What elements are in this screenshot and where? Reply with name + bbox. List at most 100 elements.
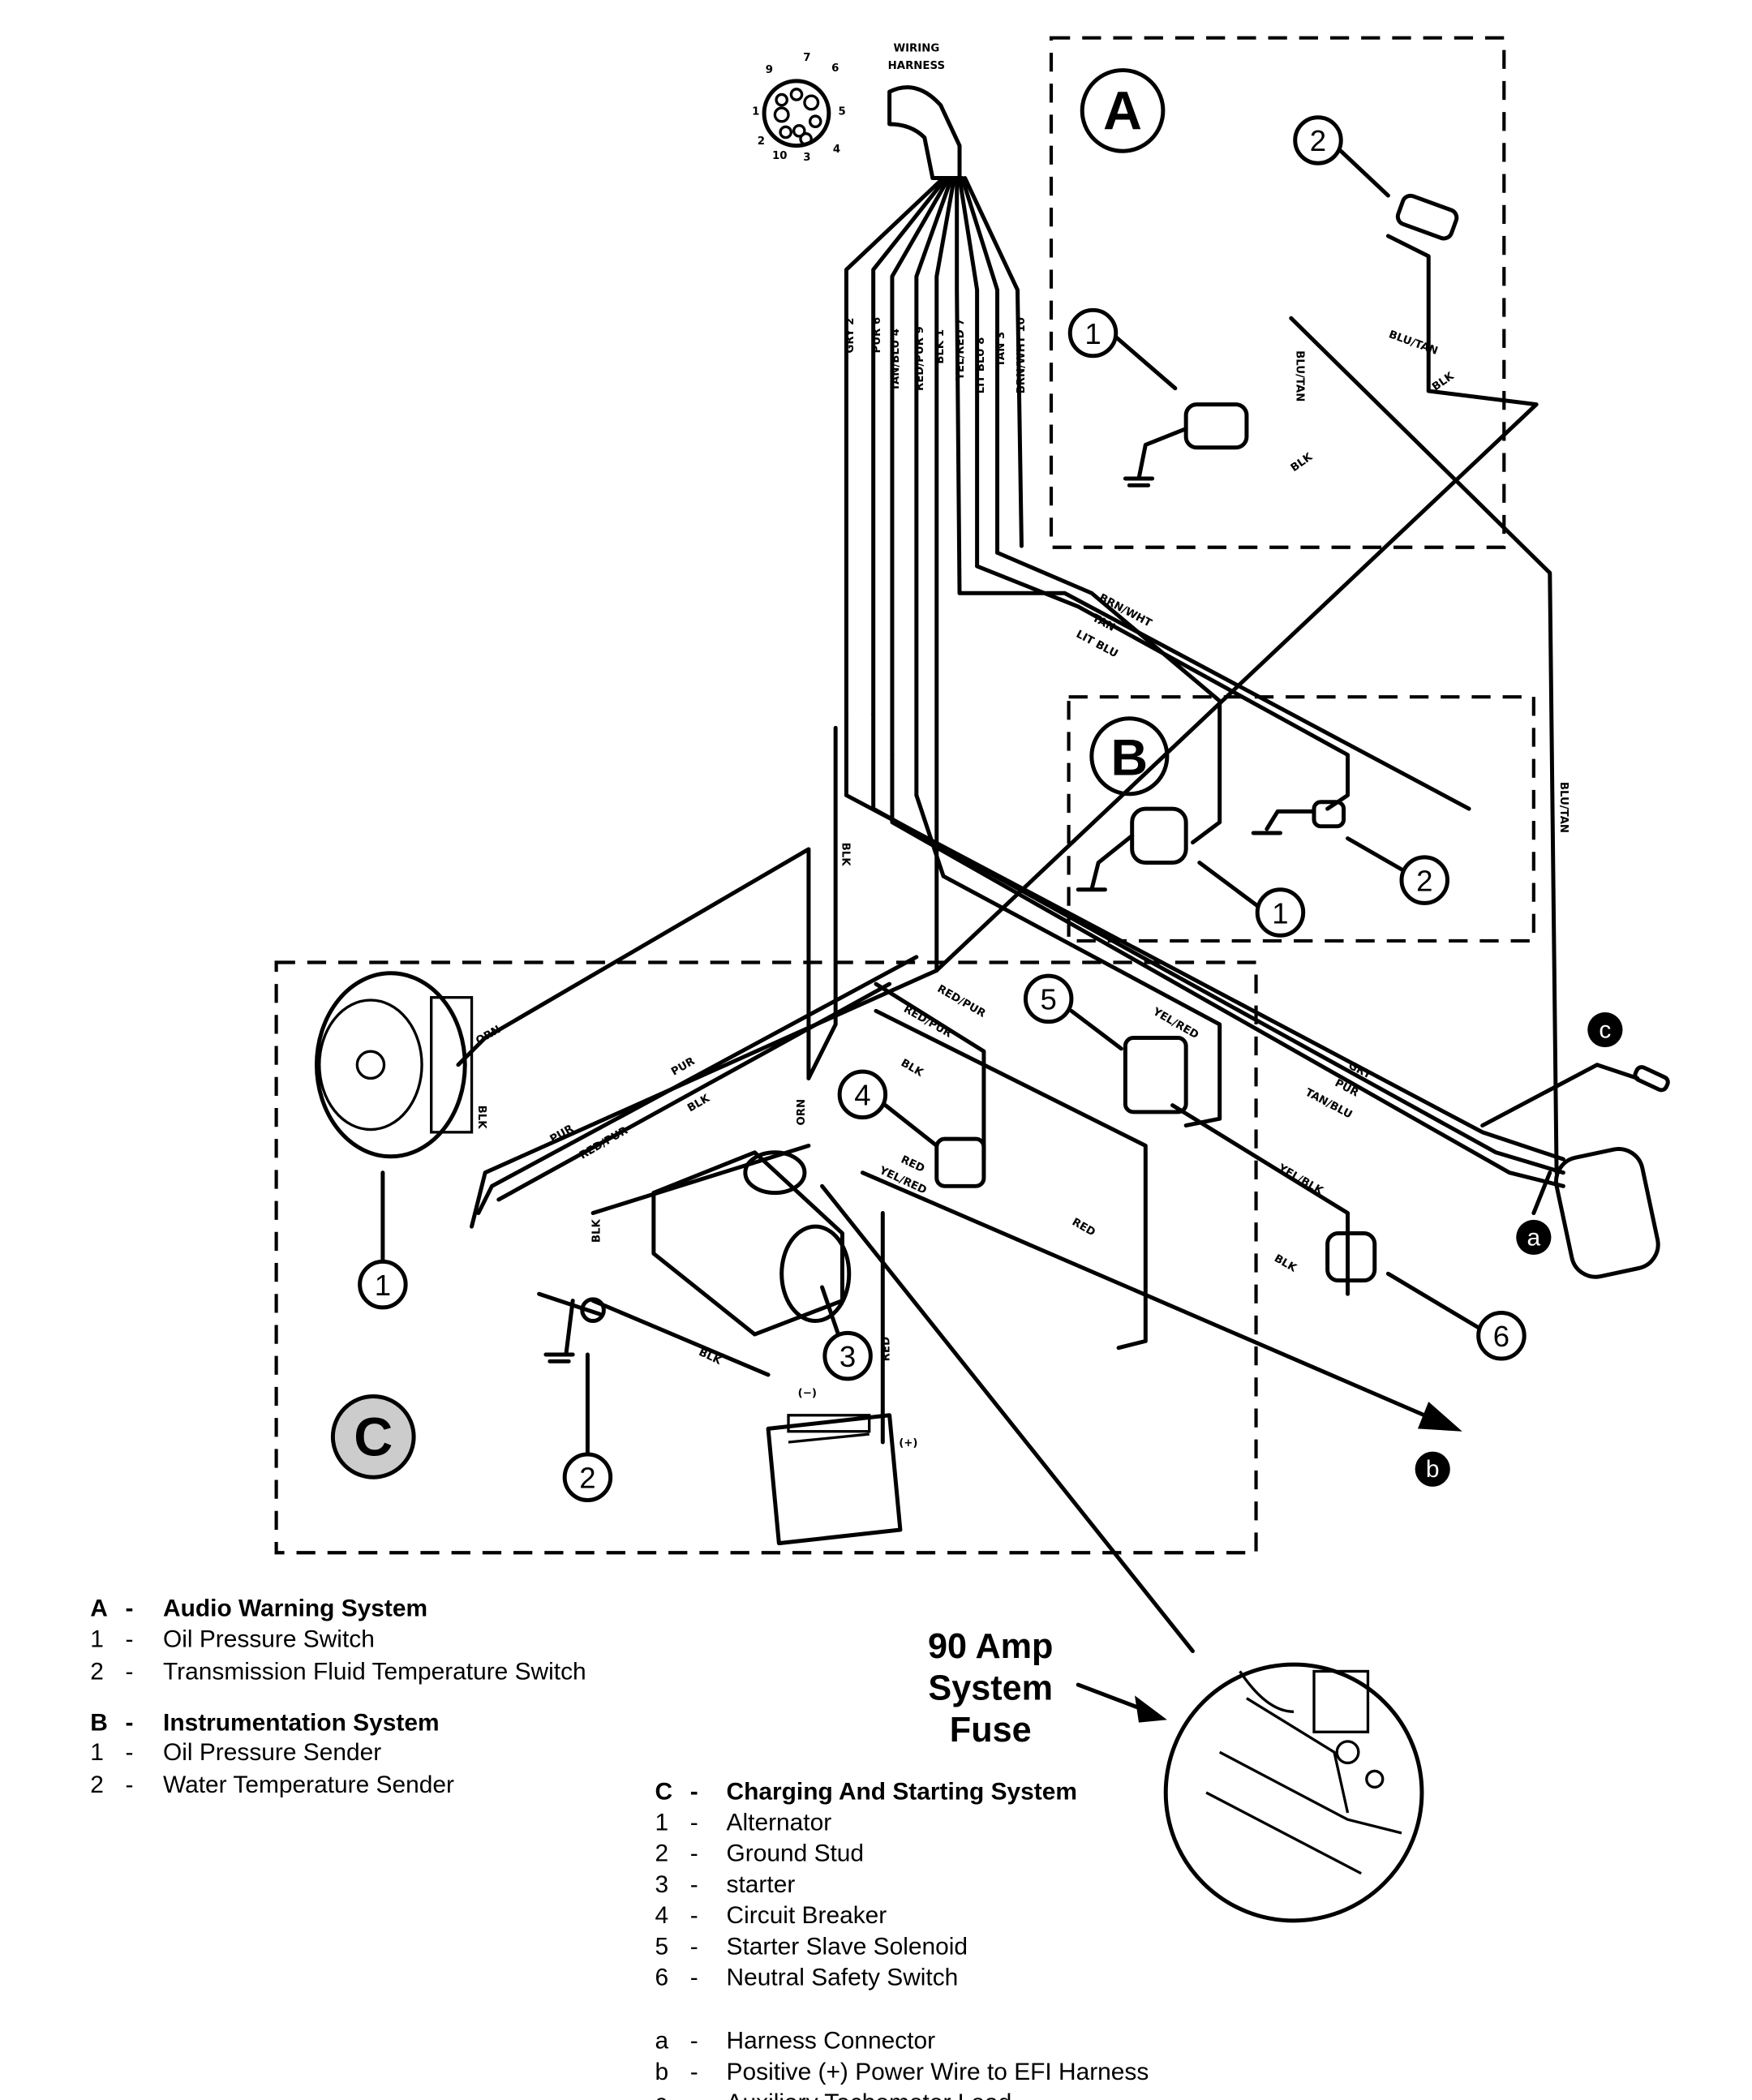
starter [651, 1150, 852, 1337]
pin-2: 2 [758, 135, 765, 148]
wire-label: BLK [475, 1106, 487, 1130]
legend-item: Alternator [727, 1810, 832, 1836]
fuse-label-3: Fuse [950, 1711, 1032, 1750]
fuse-detail-inset [1163, 1662, 1424, 1923]
legend-item: Oil Pressure Sender [163, 1739, 381, 1766]
legend-right: C - Charging And Starting System 1 - Alt… [655, 1778, 1149, 2100]
wire-label: ORN [796, 1099, 808, 1126]
legend-item: Neutral Safety Switch [727, 1965, 959, 1991]
wire-label: TAN [1090, 612, 1117, 634]
legend-title-c: Charging And Starting System [727, 1778, 1077, 1805]
legend-item: Ground Stud [727, 1840, 864, 1867]
harness-wire-labels: GRY 2 PUR 6 TAN/BLU 4 RED/PUR 9 BLK 1 YE… [844, 317, 1028, 393]
legend-code: 2 [655, 1840, 669, 1867]
callout-c4: 4 [854, 1079, 870, 1112]
harness-connector-a [1554, 1147, 1660, 1279]
fuse-label-1: 90 Amp [928, 1627, 1053, 1666]
legend-dash: - [690, 2059, 698, 2085]
wire-label: BLK [697, 1346, 724, 1368]
harness-title-1: WIRING [893, 42, 939, 54]
legend-code: 2 [90, 1771, 104, 1798]
oil-pressure-switch [1123, 402, 1249, 487]
legend-dash: - [690, 1902, 698, 1929]
callout-c3: 3 [840, 1340, 856, 1373]
wire-label: PUR 6 [871, 317, 883, 354]
wire-label: ORN [474, 1024, 503, 1047]
callouts [380, 148, 1552, 1455]
legend-item: Oil Pressure Switch [163, 1626, 375, 1653]
legend-item: Auxiliary Tachometer Lead [727, 2089, 1012, 2100]
wire-label: TAN/BLU 4 [890, 329, 902, 391]
wire-label: LIT BLU [1074, 629, 1119, 661]
legend-title-a: Audio Warning System [163, 1595, 427, 1621]
callout-letter-b: b [1426, 1456, 1440, 1483]
wire-label: BLK 1 [934, 329, 947, 364]
legend-dash: - [126, 1771, 134, 1798]
battery-negative-label: (−) [798, 1388, 817, 1400]
legend-dash: - [126, 1626, 134, 1653]
legend-dash: - [126, 1595, 134, 1621]
legend-code: 3 [655, 1871, 669, 1898]
wire-label: BLK [1289, 451, 1316, 475]
aux-tach-lead [1633, 1065, 1670, 1093]
callout-b2: 2 [1416, 864, 1432, 897]
section-b-box [1067, 695, 1535, 943]
wire-label: LIT BLU 8 [975, 337, 987, 393]
legend-code: B [90, 1710, 108, 1737]
legend-dash: - [126, 1739, 134, 1766]
legend-code: 6 [655, 1965, 669, 1991]
arrow-b-icon [1417, 1402, 1462, 1432]
wire-label: YEL/BLK [1275, 1162, 1325, 1197]
wire-label: RED [1070, 1216, 1097, 1239]
callout-letter-a: a [1527, 1224, 1541, 1251]
legend-item: Circuit Breaker [727, 1902, 887, 1929]
legend-code: 1 [90, 1626, 104, 1653]
pin-9: 9 [766, 64, 773, 76]
oil-pressure-sender [1076, 806, 1188, 892]
legend-item: Starter Slave Solenoid [727, 1933, 968, 1960]
legend-dash: - [690, 1965, 698, 1991]
callout-c6: 6 [1493, 1320, 1509, 1353]
section-a-marker [1080, 68, 1166, 153]
legend-dash: - [690, 1840, 698, 1867]
callout-a1: 1 [1084, 317, 1101, 350]
section-b-marker [1089, 716, 1170, 797]
starter-slave-solenoid [1123, 1036, 1188, 1114]
wire-label: BLU/TAN [1293, 350, 1305, 402]
pin-10: 10 [772, 150, 787, 162]
legend-code: 1 [655, 1810, 669, 1836]
legend-item: Positive (+) Power Wire to EFI Harness [727, 2059, 1149, 2085]
wire-label: PUR [669, 1055, 697, 1078]
wire-label: RED [899, 1153, 926, 1175]
legend-code: 4 [655, 1902, 669, 1929]
neutral-safety-switch [1325, 1230, 1377, 1283]
wire-label: BRN/WHT 10 [1016, 317, 1028, 393]
wire-label: BLU/TAN [1387, 329, 1439, 358]
legend-item: starter [727, 1871, 796, 1898]
legend-code: 5 [655, 1933, 669, 1960]
legend-dash: - [690, 1778, 698, 1805]
section-b-letter: B [1111, 730, 1149, 787]
wire-label: BLK [839, 843, 851, 867]
wire-label: RED/PUR [578, 1125, 630, 1162]
callout-letter-c: c [1599, 1017, 1611, 1044]
circuit-breaker [934, 1136, 986, 1188]
battery-positive-label: (+) [899, 1437, 917, 1449]
alternator [314, 971, 474, 1159]
legend-dash: - [126, 1710, 134, 1737]
wire-label: BLK [590, 1219, 603, 1243]
ground-stud [537, 1291, 606, 1363]
section-c-letter: C [354, 1408, 393, 1468]
pin-6: 6 [831, 62, 839, 75]
legend-code: C [655, 1778, 673, 1805]
wire-label: RED [881, 1337, 893, 1361]
legend-item: Harness Connector [727, 2028, 936, 2055]
callout-b1: 1 [1272, 896, 1288, 930]
legend-code: a [655, 2028, 669, 2055]
wire-label: BLU/TAN [1557, 782, 1570, 833]
wire-label: RED/PUR 9 [914, 326, 926, 391]
callout-c5: 5 [1041, 983, 1057, 1016]
legend-code: 2 [90, 1658, 104, 1685]
